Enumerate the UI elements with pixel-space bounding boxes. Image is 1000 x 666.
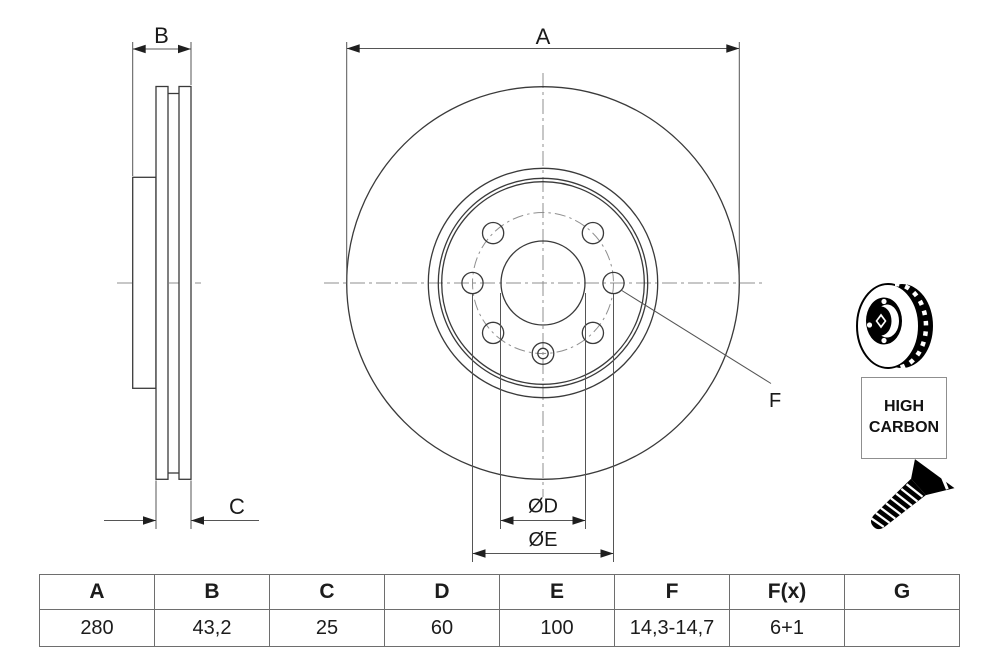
dim-label-b: B <box>154 23 169 48</box>
arrowhead-icon <box>726 44 740 53</box>
bolt-hole <box>581 321 605 345</box>
spec-header-c: C <box>269 574 385 610</box>
dim-label-f: F <box>769 390 781 412</box>
dim-label-e: ØE <box>529 529 558 551</box>
friction-surface-inner-circle <box>427 167 659 399</box>
side-view <box>117 85 201 480</box>
spec-header-d: D <box>384 574 500 610</box>
high-carbon-badge: HIGH CARBON <box>861 377 947 459</box>
spec-value-g <box>844 609 960 647</box>
dim-label-d: ØD <box>528 496 558 518</box>
locating-pin-hole-inner <box>537 347 549 360</box>
spec-header-e: E <box>499 574 615 610</box>
arrowhead-icon <box>143 516 156 525</box>
high-carbon-line2: CARBON <box>868 419 940 436</box>
bolt-hole <box>481 321 505 345</box>
spec-header-a: A <box>39 574 155 610</box>
center-bore-circle <box>500 240 586 326</box>
spec-header-fx: F(x) <box>729 574 845 610</box>
leader-f: F <box>620 289 781 412</box>
high-carbon-line1: HIGH <box>884 398 924 416</box>
spec-value-e: 100 <box>499 609 615 647</box>
arrowhead-icon <box>572 516 586 525</box>
spec-header-b: B <box>154 574 270 610</box>
arrowhead-icon <box>346 44 360 53</box>
dimension-d: ØD <box>500 293 586 529</box>
bolt-circle <box>472 212 614 354</box>
bolt-hole <box>602 271 625 295</box>
dimension-e: ØE <box>472 294 614 562</box>
dimension-c: C <box>104 480 259 529</box>
spec-table-header-row: A B C D E F F(x) G <box>39 574 960 610</box>
dimension-a: A <box>346 24 740 284</box>
hat-ring-inner-circle <box>441 181 645 385</box>
bolt-hole <box>581 221 605 245</box>
screw-icon <box>870 459 955 530</box>
spec-value-d: 60 <box>384 609 500 647</box>
arrowhead-icon <box>132 44 146 54</box>
spec-value-b: 43,2 <box>154 609 270 647</box>
hat-section <box>132 176 157 389</box>
locating-pin-hole-outer <box>531 342 555 365</box>
arrowhead-icon <box>600 549 614 558</box>
spec-header-f: F <box>614 574 730 610</box>
arrowhead-icon <box>191 516 204 525</box>
brake-disc-3d-icon <box>856 281 933 371</box>
bolt-hole <box>461 271 484 295</box>
spec-value-c: 25 <box>269 609 385 647</box>
hat-ring-outer-circle <box>437 177 649 389</box>
spec-table: A B C D E F F(x) G 280 43,2 25 60 100 14… <box>39 574 960 647</box>
bolt-hole <box>481 221 505 245</box>
arrowhead-icon <box>472 549 486 558</box>
spec-value-fx: 6+1 <box>729 609 845 647</box>
dim-label-c: C <box>229 494 245 519</box>
front-view <box>324 73 766 497</box>
spec-value-f: 14,3-14,7 <box>614 609 730 647</box>
inner-friction-plate <box>155 85 169 480</box>
spec-value-a: 280 <box>39 609 155 647</box>
spec-header-g: G <box>844 574 960 610</box>
arrowhead-icon <box>500 516 514 525</box>
dimension-b: B <box>132 23 192 176</box>
spec-table-value-row: 280 43,2 25 60 100 14,3-14,7 6+1 <box>39 609 960 647</box>
dim-label-a: A <box>536 24 551 49</box>
arrowhead-icon <box>178 44 191 54</box>
outer-friction-plate <box>178 85 192 480</box>
